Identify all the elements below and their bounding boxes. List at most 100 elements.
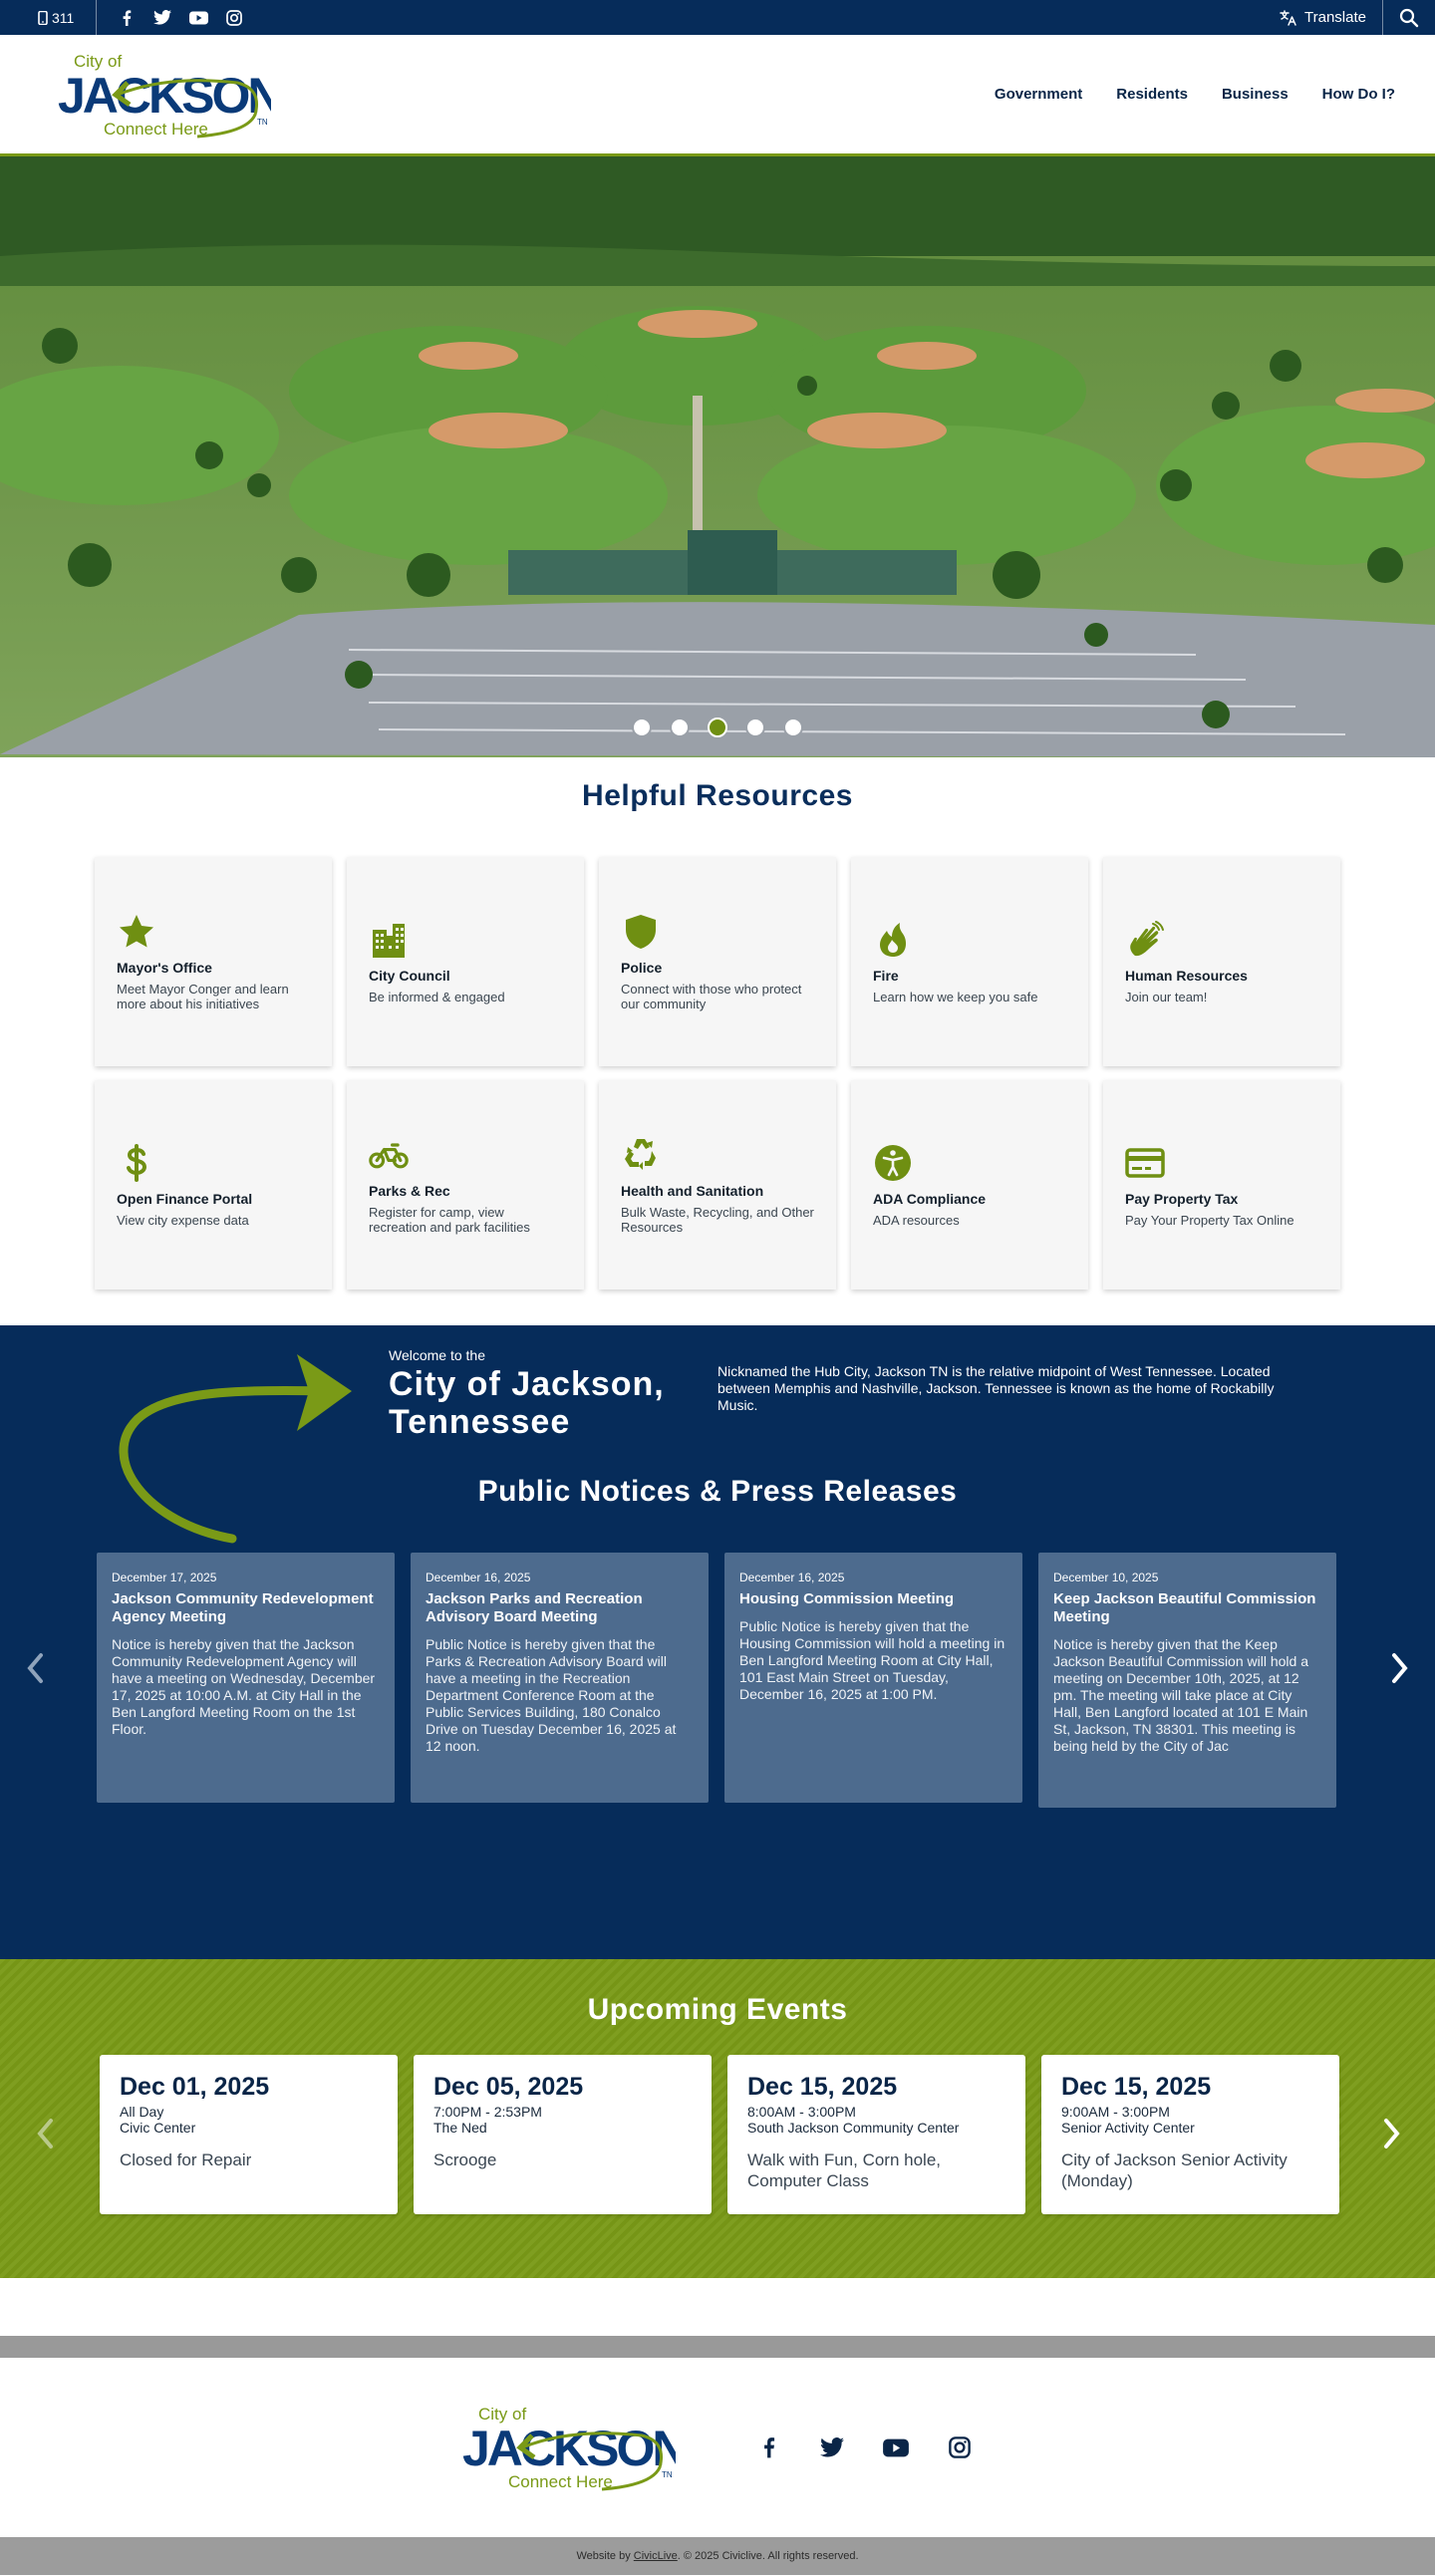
accessibility-icon — [875, 1144, 911, 1181]
resources-grid: Mayor's Office Meet Mayor Conger and lea… — [95, 857, 1340, 1289]
helpful-resources-section: Helpful Resources Mayor's Office Meet Ma… — [0, 757, 1435, 1325]
slide-dot[interactable] — [632, 717, 652, 737]
notice-date: December 10, 2025 — [1053, 1571, 1159, 1584]
youtube-icon[interactable] — [188, 8, 208, 28]
phone-number: 311 — [52, 9, 75, 26]
welcome-description: Nicknamed the Hub City, Jackson TN is th… — [718, 1363, 1275, 1413]
event-date: Dec 15, 2025 — [747, 2073, 898, 2101]
notices-next-button[interactable] — [1385, 1648, 1415, 1688]
city-building-icon — [373, 923, 405, 958]
svg-text:Connect Here: Connect Here — [508, 2472, 613, 2491]
dollar-icon — [127, 1143, 147, 1182]
resource-desc: Be informed & engaged — [369, 989, 505, 1004]
slide-dot[interactable] — [783, 717, 803, 737]
resource-card-human-resources[interactable]: Human Resources Join our team! — [1103, 857, 1340, 1066]
mobile-phone-icon — [38, 10, 48, 25]
event-name[interactable]: Closed for Repair — [120, 2150, 252, 2169]
event-card[interactable]: Dec 15, 2025 9:00AM - 3:00PM Senior Acti… — [1041, 2055, 1339, 2214]
events-next-button[interactable] — [1377, 2114, 1407, 2153]
resource-card-parks-rec[interactable]: Parks & Rec Register for camp, view recr… — [347, 1080, 584, 1289]
footer-divider — [0, 2336, 1435, 2358]
resource-title: Health and Sanitation — [621, 1183, 764, 1199]
translate-button[interactable]: Translate — [1280, 0, 1383, 35]
resource-card-open-finance-portal[interactable]: Open Finance Portal View city expense da… — [95, 1080, 332, 1289]
top-bar-left: 311 — [0, 0, 244, 35]
resource-card-health-sanitation[interactable]: Health and Sanitation Bulk Waste, Recycl… — [599, 1080, 836, 1289]
notice-card[interactable]: December 16, 2025 Jackson Parks and Recr… — [411, 1553, 709, 1803]
resource-desc: Bulk Waste, Recycling, and Other Resourc… — [621, 1205, 814, 1235]
hero-slideshow — [0, 156, 1435, 757]
fire-icon — [880, 922, 906, 957]
event-date: Dec 01, 2025 — [120, 2073, 270, 2101]
youtube-icon[interactable] — [883, 2434, 909, 2460]
civiclive-link[interactable]: CivicLive — [633, 2550, 678, 2562]
nav-how-do-i[interactable]: How Do I? — [1321, 86, 1395, 103]
nav-residents[interactable]: Residents — [1116, 86, 1188, 103]
facebook-icon[interactable] — [117, 8, 137, 28]
resource-desc: Join our team! — [1125, 989, 1208, 1004]
nav-government[interactable]: Government — [994, 86, 1083, 103]
twitter-icon[interactable] — [819, 2434, 845, 2460]
notices-prev-button[interactable] — [20, 1648, 50, 1688]
resource-card-ada-compliance[interactable]: ADA Compliance ADA resources — [851, 1080, 1088, 1289]
resource-desc: Register for camp, view recreation and p… — [369, 1205, 530, 1235]
events-prev-button[interactable] — [30, 2114, 60, 2153]
helpful-resources-title: Helpful Resources — [582, 779, 853, 812]
event-card[interactable]: Dec 01, 2025 All Day Civic Center Closed… — [100, 2055, 398, 2214]
notices-carousel: December 17, 2025 Jackson Community Rede… — [97, 1553, 1336, 1808]
shield-icon — [626, 915, 656, 949]
svg-text:City of: City of — [478, 2405, 526, 2424]
resource-card-police[interactable]: Police Connect with those who protect ou… — [599, 857, 836, 1066]
resource-title: Fire — [873, 967, 899, 984]
search-button[interactable] — [1383, 0, 1435, 35]
notice-card[interactable]: December 17, 2025 Jackson Community Rede… — [97, 1553, 395, 1803]
resource-desc: Pay Your Property Tax Online — [1125, 1212, 1294, 1228]
event-date: Dec 05, 2025 — [433, 2073, 584, 2101]
credit-suffix: . © 2025 Civiclive. All rights reserved. — [677, 2550, 859, 2562]
nav-business[interactable]: Business — [1221, 86, 1289, 103]
event-location: Senior Activity Center — [1061, 2120, 1195, 2136]
resource-card-city-council[interactable]: City Council Be informed & engaged — [347, 857, 584, 1066]
resource-title: Police — [621, 960, 663, 976]
resource-title: Parks & Rec — [369, 1183, 450, 1199]
slide-dot[interactable] — [745, 717, 765, 737]
instagram-icon[interactable] — [224, 8, 244, 28]
notice-title[interactable]: Keep Jackson Beautiful Commission Meetin… — [1053, 1590, 1316, 1625]
notice-title[interactable]: Jackson Community Redevelopment Agency M… — [112, 1590, 374, 1625]
search-icon — [1399, 8, 1419, 27]
resource-card-mayors-office[interactable]: Mayor's Office Meet Mayor Conger and lea… — [95, 857, 332, 1066]
facebook-icon[interactable] — [755, 2434, 781, 2460]
event-name[interactable]: City of Jackson Senior Activity (Monday) — [1061, 2150, 1288, 2190]
svg-text:TN: TN — [257, 118, 268, 127]
city-logo[interactable]: City of JACKSON Connect Here TN — [58, 45, 283, 144]
notice-title[interactable]: Housing Commission Meeting — [739, 1590, 955, 1607]
instagram-icon[interactable] — [947, 2434, 973, 2460]
event-name[interactable]: Walk with Fun, Corn hole, Computer Class — [747, 2150, 941, 2190]
slide-dot[interactable] — [670, 717, 690, 737]
footer-logo[interactable]: City of JACKSON Connect Here TN — [462, 2398, 688, 2497]
notice-card[interactable]: December 16, 2025 Housing Commission Mee… — [724, 1553, 1022, 1803]
event-card[interactable]: Dec 05, 2025 7:00PM - 2:53PM The Ned Scr… — [414, 2055, 712, 2214]
phone-link[interactable]: 311 — [38, 0, 98, 35]
resource-desc: View city expense data — [117, 1212, 249, 1228]
welcome-title-line1: City of Jackson, — [389, 1365, 665, 1403]
site-header: City of JACKSON Connect Here TN Governme… — [0, 35, 1435, 156]
bicycle-icon — [369, 1143, 409, 1169]
notices-section: Welcome to the City of Jackson, Tennesse… — [0, 1325, 1435, 1959]
event-time: 7:00PM - 2:53PM — [433, 2104, 542, 2120]
event-location: Civic Center — [120, 2120, 196, 2136]
notice-title[interactable]: Jackson Parks and Recreation Advisory Bo… — [426, 1590, 643, 1625]
welcome-pre: Welcome to the — [389, 1347, 486, 1363]
notice-card[interactable]: December 10, 2025 Keep Jackson Beautiful… — [1038, 1553, 1336, 1808]
curved-arrow-graphic — [119, 1354, 352, 1544]
slide-dot-active[interactable] — [708, 717, 727, 737]
credit-prefix: Website by — [576, 2550, 631, 2562]
event-card[interactable]: Dec 15, 2025 8:00AM - 3:00PM South Jacks… — [727, 2055, 1025, 2214]
footer-social-links — [755, 2434, 973, 2460]
twitter-icon[interactable] — [152, 8, 172, 28]
hero-image — [0, 156, 1435, 757]
resource-card-pay-property-tax[interactable]: Pay Property Tax Pay Your Property Tax O… — [1103, 1080, 1340, 1289]
translate-label: Translate — [1304, 9, 1366, 26]
event-name[interactable]: Scrooge — [433, 2150, 497, 2169]
resource-card-fire[interactable]: Fire Learn how we keep you safe — [851, 857, 1088, 1066]
